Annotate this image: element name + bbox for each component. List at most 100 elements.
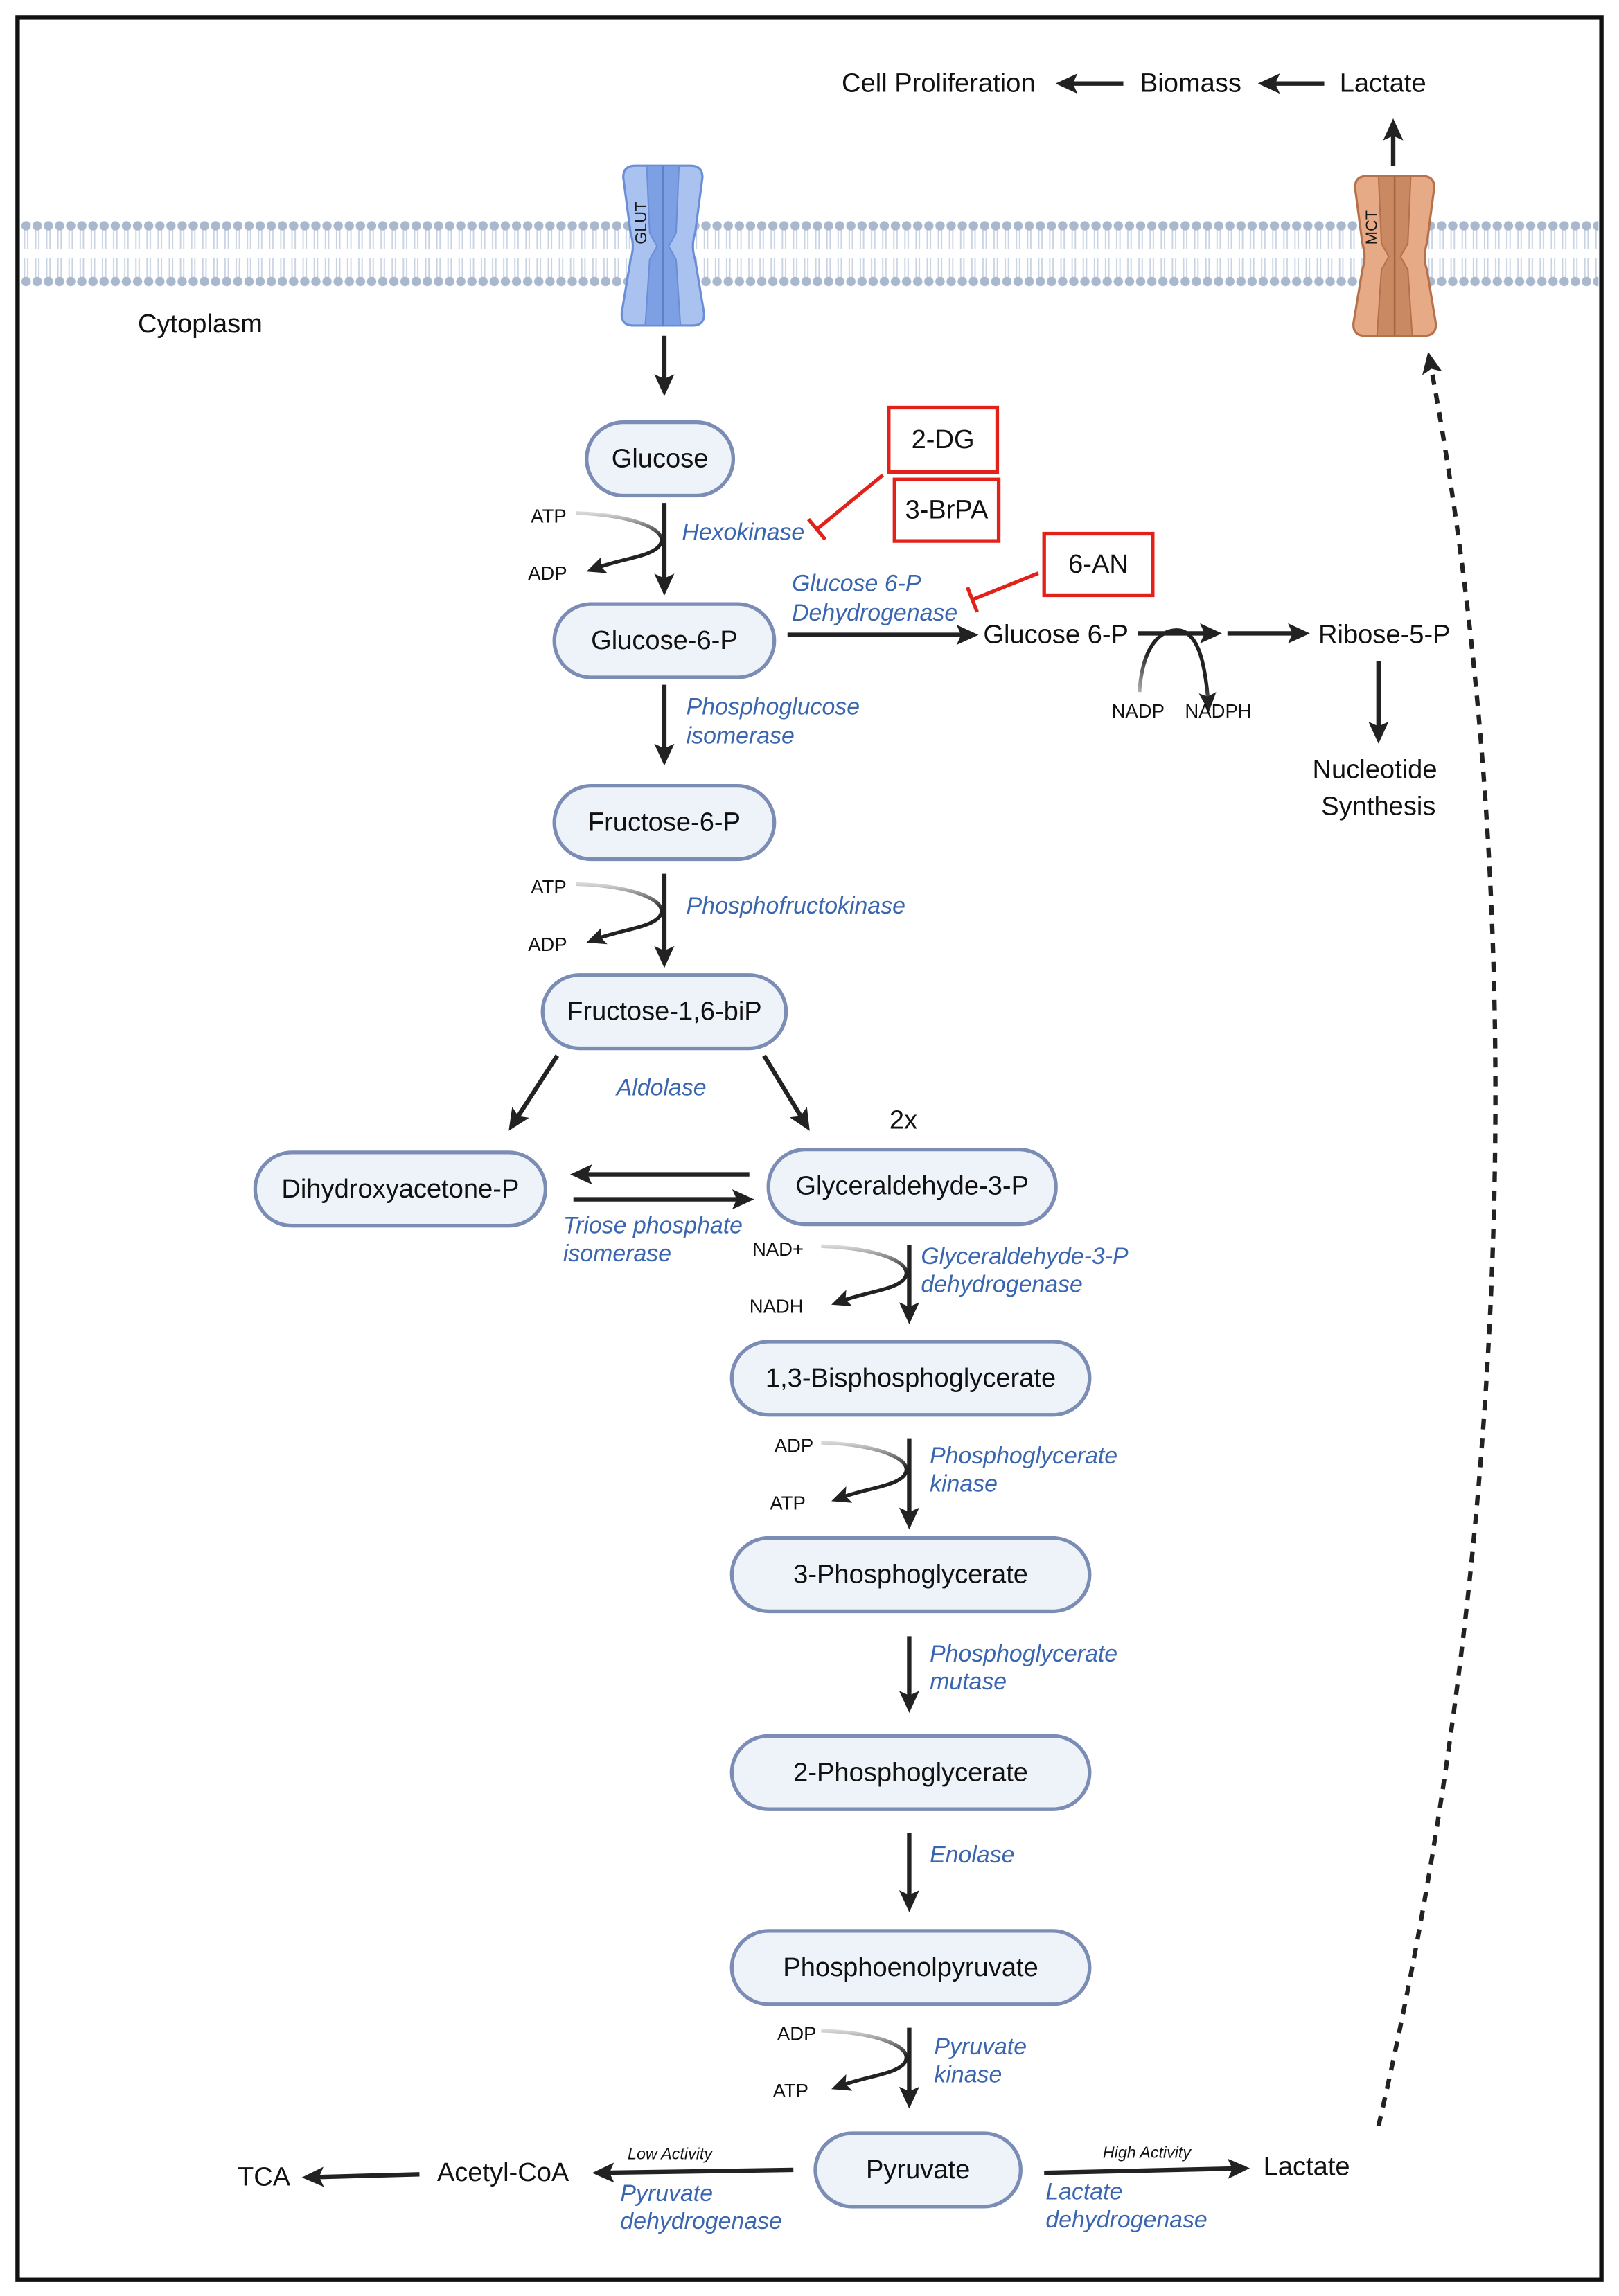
enzyme-pyruvate-dehydrogenase: Pyruvate dehydrogenase: [620, 2180, 781, 2234]
enzyme-gapdh-line-2: dehydrogenase: [921, 1271, 1082, 1297]
enzyme-enolase-line-1: Enolase: [930, 1842, 1014, 1868]
node-phosphoenolpyruvate-shape: [729, 1929, 1092, 2006]
enzyme-lactate-dehydrogenase: Lactate dehydrogenase: [1045, 2179, 1207, 2233]
cofactor-phosphofructokinase-in: ATP: [531, 876, 566, 898]
arrow-acetyl-coa-to-tca: [301, 2166, 420, 2187]
enzyme-triose-phosphate-isomerase-line-2: isomerase: [563, 1240, 671, 1267]
biomass-label: Biomass: [1140, 69, 1241, 98]
cofactor-phosphofructokinase-out: ADP: [528, 934, 567, 955]
node-glucose-label: Glucose: [612, 445, 709, 474]
inhibitor-6-an-box: [1042, 531, 1155, 598]
low-activity-label: Low Activity: [628, 2145, 713, 2163]
mct-label: MCT: [1362, 210, 1380, 244]
enzyme-aldolase-line-1: Aldolase: [615, 1075, 707, 1101]
inhibition-g6pd-line: [971, 571, 1039, 602]
node-fructose-6-p-shape: [552, 783, 777, 862]
cofactor-pyruvate-kinase-in: ADP: [777, 2023, 817, 2045]
glut-transporter: [620, 164, 705, 327]
enzyme-phosphoglucose-isomerase-line-1: Phosphoglucose: [687, 693, 860, 720]
enzyme-phosphoglucose-isomerase: Phosphoglucose isomerase: [687, 693, 867, 749]
inhibition-g6pd-bar: [966, 587, 979, 613]
lactate-label: Lactate: [1264, 2153, 1350, 2182]
cofactor-arrow-phosphofructokinase: [576, 882, 664, 945]
node-pyruvate-label: Pyruvate: [866, 2155, 970, 2184]
stoichiometry-note: 2x: [890, 1105, 917, 1134]
glut-label: GLUT: [632, 202, 650, 244]
enzyme-aldolase: Aldolase: [615, 1075, 707, 1101]
inhibitor-6-an-label: 6-AN: [1068, 550, 1129, 579]
node-glucose-6-p-shape: [552, 602, 777, 679]
node-dihydroxyacetone-p: Dihydroxyacetone-P: [253, 1150, 548, 1228]
node-dihydroxyacetone-p-shape: [253, 1150, 548, 1228]
enzyme-lactate-dehydrogenase-line-1: Lactate: [1045, 2179, 1122, 2205]
nucleotide-synthesis-label: Nucleotide Synthesis: [1313, 755, 1445, 821]
inhibitor-2-dg-box: [887, 405, 1000, 474]
node-2-phosphoglycerate-label: 2-Phosphoglycerate: [793, 1758, 1028, 1787]
node-dihydroxyacetone-p-label: Dihydroxyacetone-P: [281, 1175, 519, 1204]
node-glucose-6-p-label: Glucose-6-P: [591, 626, 738, 655]
node-fructose-1-6-bip: Fructose-1,6-biP: [540, 973, 788, 1051]
cytoplasm-label: Cytoplasm: [138, 310, 263, 339]
node-2-phosphoglycerate-shape: [729, 1734, 1092, 1811]
cofactor-pyruvate-kinase-out: ATP: [773, 2080, 808, 2101]
node-pyruvate-shape: [813, 2131, 1023, 2209]
enzyme-phosphoglycerate-kinase-line-2: kinase: [930, 1470, 998, 1497]
node-pyruvate: Pyruvate: [813, 2131, 1023, 2209]
arrow-aldolase-to-dihydroxyacetone-p: [508, 1054, 560, 1131]
extracellular-lactate-label: Lactate: [1340, 69, 1426, 98]
arrow-pyruvate-to-acetyl-coa: [592, 2162, 794, 2183]
node-fructose-1-6-bip-shape: [540, 973, 788, 1051]
cell-proliferation-label: Cell Proliferation: [842, 69, 1035, 98]
mct-transporter: [1352, 175, 1437, 337]
cofactor-arrow-gapdh: [821, 1244, 908, 1307]
enzyme-pyruvate-kinase: Pyruvate kinase: [934, 2034, 1033, 2088]
node-1-3-bisphosphoglycerate-shape: [729, 1340, 1092, 1417]
cofactor-arrow-hexokinase: [576, 511, 664, 573]
ppp-glucose-6-p-label: Glucose 6-P: [983, 621, 1129, 650]
enzyme-pyruvate-kinase-line-1: Pyruvate: [934, 2034, 1027, 2060]
inhibition-g6pd: [966, 571, 1039, 613]
inhibitor-3-brpa: 3-BrPA: [892, 477, 1001, 543]
node-3-phosphoglycerate-label: 3-Phosphoglycerate: [793, 1560, 1028, 1590]
cofactor-hexokinase-out: ADP: [528, 562, 567, 584]
enzyme-glucose-6p-dehydrogenase-line-1: Glucose 6-P: [792, 571, 921, 597]
enzyme-pyruvate-dehydrogenase-line-2: dehydrogenase: [620, 2208, 781, 2234]
node-glyceraldehyde-3-p: Glyceraldehyde-3-P: [766, 1147, 1058, 1227]
node-fructose-1-6-bip-label: Fructose-1,6-biP: [567, 997, 762, 1026]
inhibition-hexokinase-line: [815, 473, 885, 531]
node-1-3-bisphosphoglycerate: 1,3-Bisphosphoglycerate: [729, 1340, 1092, 1417]
node-fructose-6-p: Fructose-6-P: [552, 783, 777, 862]
figure-border: [15, 15, 1604, 2282]
node-glyceraldehyde-3-p-label: Glyceraldehyde-3-P: [795, 1172, 1029, 1201]
enzyme-gapdh: Glyceraldehyde-3-P dehydrogenase: [921, 1243, 1135, 1297]
inhibitor-6-an: 6-AN: [1042, 531, 1155, 598]
enzyme-gapdh-line-1: Glyceraldehyde-3-P: [921, 1243, 1129, 1270]
cofactor-arrow-nadp: [1138, 628, 1217, 712]
cofactor-ppp-in: NADP: [1112, 700, 1165, 722]
enzyme-phosphoglycerate-mutase-line-1: Phosphoglycerate: [930, 1641, 1117, 1667]
node-glyceraldehyde-3-p-shape: [766, 1147, 1058, 1227]
inhibitor-3-brpa-box: [892, 477, 1001, 543]
enzyme-phosphofructokinase: Phosphofructokinase: [687, 893, 905, 919]
node-glucose-6-p: Glucose-6-P: [552, 602, 777, 679]
cofactor-phosphoglycerate-kinase-in: ADP: [775, 1435, 814, 1457]
enzyme-hexokinase: Hexokinase: [682, 519, 804, 545]
ribose-5-p-label: Ribose-5-P: [1318, 621, 1451, 650]
cofactor-gapdh-in: NAD+: [752, 1238, 804, 1260]
node-3-phosphoglycerate: 3-Phosphoglycerate: [729, 1536, 1092, 1614]
enzyme-triose-phosphate-isomerase-line-1: Triose phosphate: [563, 1213, 743, 1239]
high-activity-label: High Activity: [1103, 2144, 1192, 2162]
enzyme-phosphoglycerate-kinase: Phosphoglycerate kinase: [930, 1443, 1124, 1497]
enzyme-phosphoglycerate-mutase-line-2: mutase: [930, 1668, 1007, 1695]
enzyme-phosphofructokinase-line-1: Phosphofructokinase: [687, 893, 905, 919]
cofactor-hexokinase-in: ATP: [531, 506, 566, 527]
node-glucose-shape: [585, 420, 736, 498]
enzyme-hexokinase-line-1: Hexokinase: [682, 519, 804, 545]
inhibitor-3-brpa-label: 3-BrPA: [905, 496, 989, 525]
tca-label: TCA: [238, 2163, 291, 2192]
cofactor-ppp-out: NADPH: [1185, 700, 1251, 722]
cofactor-phosphoglycerate-kinase-out: ATP: [770, 1492, 805, 1513]
enzyme-glucose-6p-dehydrogenase: Glucose 6-P Dehydrogenase: [792, 571, 957, 626]
node-phosphoenolpyruvate-label: Phosphoenolpyruvate: [783, 1953, 1038, 1982]
node-1-3-bisphosphoglycerate-label: 1,3-Bisphosphoglycerate: [766, 1364, 1056, 1393]
